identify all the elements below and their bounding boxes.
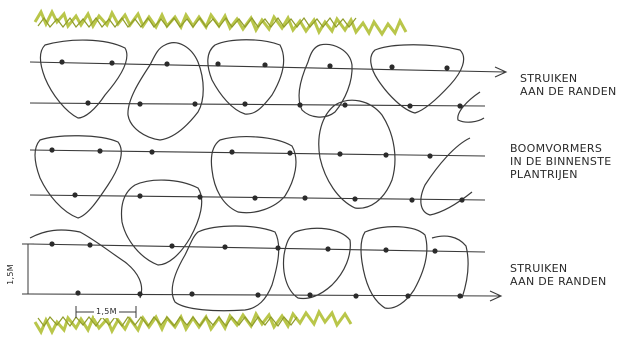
plant-dot bbox=[75, 290, 80, 295]
plant-dot bbox=[164, 61, 169, 66]
label-shrubs-top-line2: AAN DE RANDEN bbox=[520, 85, 617, 98]
plant-dot bbox=[444, 65, 449, 70]
plant-dot bbox=[242, 101, 247, 106]
plant-dot bbox=[169, 243, 174, 248]
plant-dot bbox=[337, 151, 342, 156]
plant-dot bbox=[49, 147, 54, 152]
plant-dot bbox=[97, 148, 102, 153]
plant-dot bbox=[255, 292, 260, 297]
tree-outline bbox=[122, 180, 202, 265]
row-spacing-dimension bbox=[22, 244, 34, 294]
plant-dot bbox=[49, 241, 54, 246]
shrub-outline bbox=[172, 226, 279, 311]
shrub-outline bbox=[284, 228, 351, 298]
plant-dot bbox=[383, 152, 388, 157]
plant-spacing-value: 1,5M bbox=[96, 305, 117, 318]
shrub-outline bbox=[371, 45, 464, 113]
label-plant-spacing: 1,5M bbox=[94, 305, 119, 318]
plant-dot bbox=[325, 246, 330, 251]
tree-outline bbox=[211, 137, 296, 213]
plant-dot bbox=[197, 194, 202, 199]
plant-dot bbox=[383, 247, 388, 252]
plant-dot bbox=[432, 248, 437, 253]
plant-dot bbox=[327, 63, 332, 68]
plant-dot bbox=[252, 195, 257, 200]
shrub-outline bbox=[40, 40, 126, 118]
shrub-outline bbox=[432, 236, 468, 298]
plant-dot bbox=[85, 100, 90, 105]
plant-dot bbox=[297, 102, 302, 107]
tree-outline bbox=[421, 138, 472, 215]
plant-dot bbox=[352, 196, 357, 201]
plant-dot bbox=[192, 101, 197, 106]
plant-dot bbox=[215, 61, 220, 66]
row-5-line bbox=[30, 244, 485, 252]
plant-dot bbox=[457, 103, 462, 108]
row-6-line bbox=[30, 294, 500, 296]
plant-dot bbox=[405, 293, 410, 298]
plant-dot bbox=[109, 60, 114, 65]
plant-dot bbox=[459, 197, 464, 202]
label-shrubs-top: STRUIKEN AAN DE RANDEN bbox=[520, 72, 617, 98]
label-trees-line3: PLANTRIJEN bbox=[510, 168, 611, 181]
label-shrubs-top-line1: STRUIKEN bbox=[520, 72, 617, 85]
plant-dot bbox=[275, 245, 280, 250]
label-trees-line2: IN DE BINNENSTE bbox=[510, 155, 611, 168]
row-1-line bbox=[30, 62, 505, 72]
plant-dot bbox=[149, 149, 154, 154]
bottom-hedge-border bbox=[35, 312, 351, 332]
label-shrubs-bottom: STRUIKEN AAN DE RANDEN bbox=[510, 262, 607, 288]
label-shrubs-bottom-line1: STRUIKEN bbox=[510, 262, 607, 275]
plant-dot bbox=[389, 64, 394, 69]
plant-dot bbox=[287, 150, 292, 155]
plant-dot bbox=[59, 59, 64, 64]
shrub-outline bbox=[128, 43, 203, 140]
plant-dot bbox=[427, 153, 432, 158]
row-spacing-value: 1,5M bbox=[4, 264, 17, 285]
top-hedge-border bbox=[35, 12, 406, 34]
plant-dot bbox=[342, 102, 347, 107]
plant-dot bbox=[407, 103, 412, 108]
shrub-outline bbox=[30, 230, 142, 298]
plant-dot bbox=[222, 244, 227, 249]
plant-dot bbox=[353, 293, 358, 298]
plant-dot bbox=[72, 192, 77, 197]
label-trees-middle: BOOMVORMERS IN DE BINNENSTE PLANTRIJEN bbox=[510, 142, 611, 181]
plant-dot bbox=[262, 62, 267, 67]
plant-dot bbox=[189, 291, 194, 296]
plant-dot bbox=[137, 193, 142, 198]
plant-dot bbox=[457, 293, 462, 298]
plant-dot bbox=[229, 149, 234, 154]
plant-rows bbox=[30, 62, 506, 301]
plant-dot bbox=[307, 292, 312, 297]
plant-dot bbox=[137, 291, 142, 296]
plant-dot bbox=[302, 195, 307, 200]
plant-dot bbox=[137, 101, 142, 106]
label-row-spacing: 1,5M bbox=[4, 264, 17, 285]
label-trees-line1: BOOMVORMERS bbox=[510, 142, 611, 155]
plant-outlines bbox=[30, 40, 484, 311]
plant-dot bbox=[409, 197, 414, 202]
tree-outline bbox=[35, 136, 121, 218]
plant-dot bbox=[87, 242, 92, 247]
label-shrubs-bottom-line2: AAN DE RANDEN bbox=[510, 275, 607, 288]
